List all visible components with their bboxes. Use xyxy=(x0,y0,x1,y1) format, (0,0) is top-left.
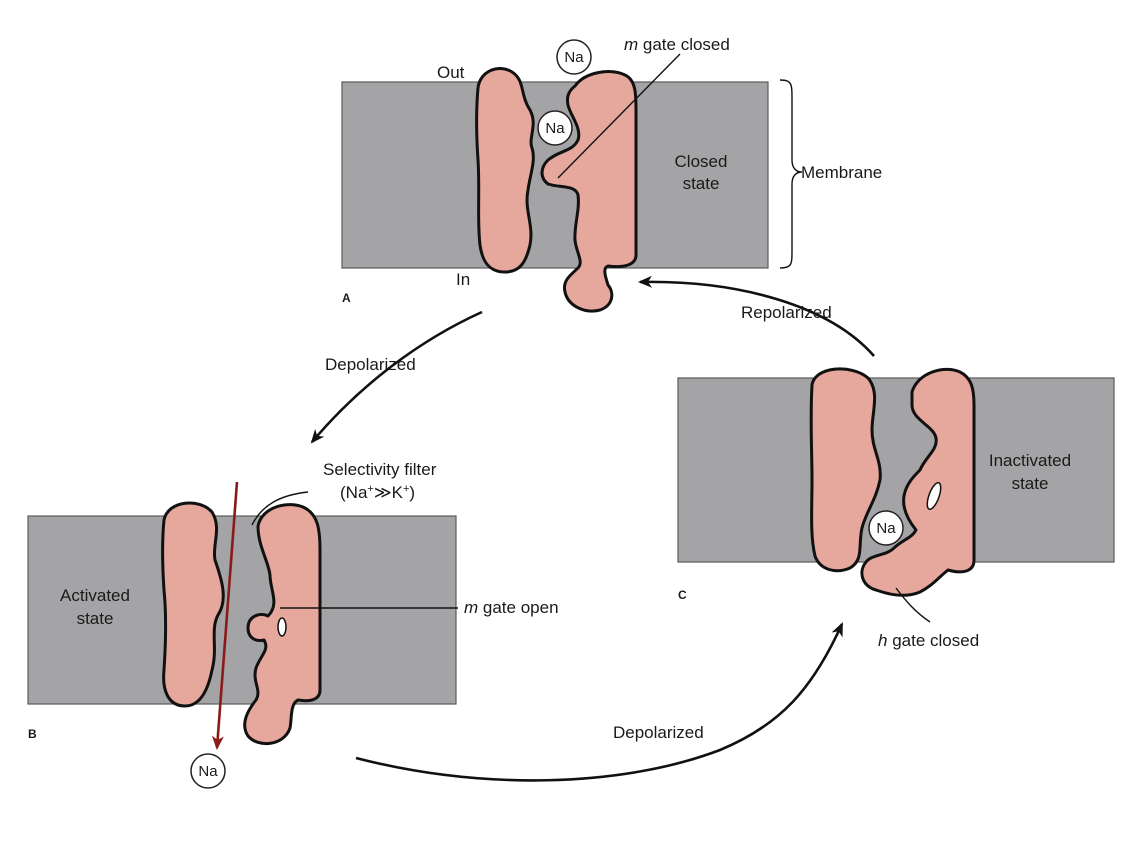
closed-state-line1: Closed xyxy=(675,152,728,171)
activated-state-line2: state xyxy=(77,609,114,628)
na-ion-exit-b xyxy=(190,753,226,789)
panel-label-a: A xyxy=(342,291,351,305)
na-ion-exit-b-label: Na xyxy=(198,763,218,780)
membrane-b xyxy=(27,515,457,705)
closed-state-line2: state xyxy=(683,174,720,193)
na-ion-pore-a-label: Na xyxy=(545,120,565,137)
m-gate-closed-label: m gate closed xyxy=(624,35,730,54)
channel-right-subunit-c xyxy=(860,367,976,597)
out-label: Out xyxy=(437,63,465,82)
inactivated-state-line2: state xyxy=(1012,474,1049,493)
selectivity-filter-label: Selectivity filter xyxy=(323,460,437,479)
membrane-label: Membrane xyxy=(801,163,882,182)
h-gate-notch-c xyxy=(926,481,942,511)
panel-label-b: B xyxy=(28,727,37,741)
transition-arrows: Depolarized Depolarized Repolarized xyxy=(310,275,875,782)
selectivity-filter-formula: (Na+≫K+) xyxy=(340,483,415,502)
inactivated-state-line1: Inactivated xyxy=(989,451,1071,470)
arrow-closed-to-activated xyxy=(310,310,483,444)
label-inactivated-to-closed: Repolarized xyxy=(741,303,832,322)
channel-left-subunit-a xyxy=(475,67,535,274)
channel-left-subunit-c xyxy=(809,367,882,573)
na-ion-trapped-c-label: Na xyxy=(876,520,896,537)
na-ion-pore-a xyxy=(537,110,573,146)
m-gate-closed-pointer xyxy=(557,53,681,179)
na-ion-trapped-c xyxy=(868,510,904,546)
panel-label-c: C xyxy=(678,588,687,602)
channel-right-subunit-a xyxy=(540,70,638,313)
na-flow-arrow xyxy=(211,481,239,750)
channel-left-subunit-b xyxy=(161,501,225,708)
na-ion-top-a xyxy=(556,39,592,75)
h-gate-closed-label: h gate closed xyxy=(878,631,979,650)
selectivity-filter-pointer xyxy=(251,491,309,526)
m-gate-open-label: m gate open xyxy=(464,598,559,617)
label-closed-to-activated: Depolarized xyxy=(325,355,416,374)
inactivated-state-panel: Na Inactivated state h gate closed C xyxy=(677,367,1115,650)
arrow-inactivated-to-closed xyxy=(638,275,875,357)
h-gate-closed-pointer xyxy=(895,587,931,623)
in-label: In xyxy=(456,270,470,289)
label-activated-to-inactivated: Depolarized xyxy=(613,723,704,742)
na-ion-top-a-label: Na xyxy=(564,49,584,66)
activated-state-line1: Activated xyxy=(60,586,130,605)
m-gate-notch-b xyxy=(277,617,287,637)
closed-state-panel: Na Na Out In Closed state Membrane m gat… xyxy=(341,35,882,313)
activated-state-panel: Na Activated state m gate open Selectivi… xyxy=(27,460,559,789)
arrow-activated-to-inactivated xyxy=(355,622,844,782)
membrane-bracket xyxy=(779,79,803,269)
